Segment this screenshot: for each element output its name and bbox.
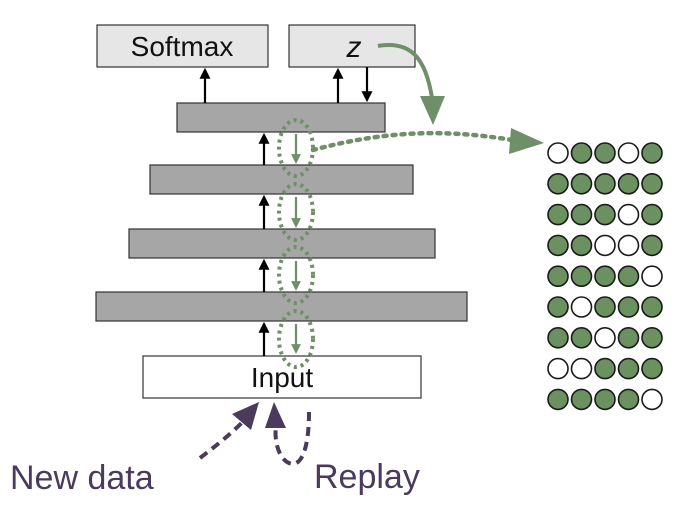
empty-circle: [641, 388, 663, 411]
new-data-arrowhead: [232, 402, 259, 430]
filled-circle: [570, 326, 593, 349]
dotted-curve-arrowhead: [509, 128, 544, 154]
empty-circle: [617, 203, 640, 226]
filled-circle: [594, 203, 616, 226]
filled-circle: [547, 296, 569, 318]
dotted-curve: [310, 130, 515, 153]
filled-circle: [594, 173, 616, 195]
filled-circle: [617, 388, 640, 411]
binary-grid: [547, 142, 663, 411]
filled-circle: [617, 265, 640, 288]
softmax-box: [96, 24, 269, 68]
empty-circle: [641, 265, 663, 288]
filled-circle: [641, 357, 663, 380]
filled-circle: [617, 173, 640, 195]
latent-ellipse: [277, 245, 315, 305]
z-curve-arrowhead: [420, 96, 445, 125]
empty-circle: [570, 296, 593, 318]
filled-circle: [594, 388, 616, 411]
replay-arrowhead: [265, 402, 286, 428]
filled-circle: [570, 203, 593, 226]
filled-circle: [641, 296, 663, 318]
softmax-label: Softmax: [131, 31, 234, 62]
filled-circle: [547, 326, 569, 349]
filled-circle: [570, 173, 593, 195]
filled-circle: [547, 173, 569, 195]
filled-circle: [570, 142, 593, 164]
latent-ellipse: [277, 182, 315, 242]
filled-circle: [641, 234, 663, 257]
filled-circle: [641, 203, 663, 226]
filled-circle: [641, 142, 663, 164]
empty-circle: [570, 357, 593, 380]
filled-circle: [617, 326, 640, 349]
empty-circle: [594, 234, 616, 257]
hidden-layer-4: [176, 102, 386, 133]
filled-circle: [641, 173, 663, 195]
filled-circle: [617, 357, 640, 380]
filled-circle: [641, 326, 663, 349]
filled-circle: [594, 357, 616, 380]
filled-circle: [594, 142, 616, 164]
empty-circle: [547, 357, 569, 380]
filled-circle: [570, 388, 593, 411]
input-label: Input: [251, 362, 313, 393]
empty-circle: [617, 142, 640, 164]
hidden-layer-3: [149, 164, 414, 195]
empty-circle: [617, 234, 640, 257]
replay-arrow: [273, 411, 311, 466]
latent-ellipse: [277, 309, 315, 369]
filled-circle: [570, 234, 593, 257]
filled-circle: [570, 265, 593, 288]
filled-circle: [594, 265, 616, 288]
replay-label: Replay: [314, 458, 420, 496]
filled-circle: [617, 296, 640, 318]
z-label: z: [346, 31, 362, 64]
z-curve-arrow: [377, 42, 434, 99]
new-data-label: New data: [10, 459, 154, 497]
filled-circle: [547, 388, 569, 411]
hidden-layer-2: [128, 228, 436, 259]
empty-circle: [547, 142, 569, 164]
latent-ellipses: [277, 118, 315, 369]
filled-circle: [547, 203, 569, 226]
hidden-layer-1: [95, 291, 468, 322]
forward-arrows: [199, 67, 344, 356]
new-data-arrow: [198, 414, 250, 460]
input-box: [142, 355, 422, 399]
filled-circle: [594, 296, 616, 318]
filled-circle: [547, 234, 569, 257]
empty-circle: [594, 326, 616, 349]
filled-circle: [547, 265, 569, 288]
